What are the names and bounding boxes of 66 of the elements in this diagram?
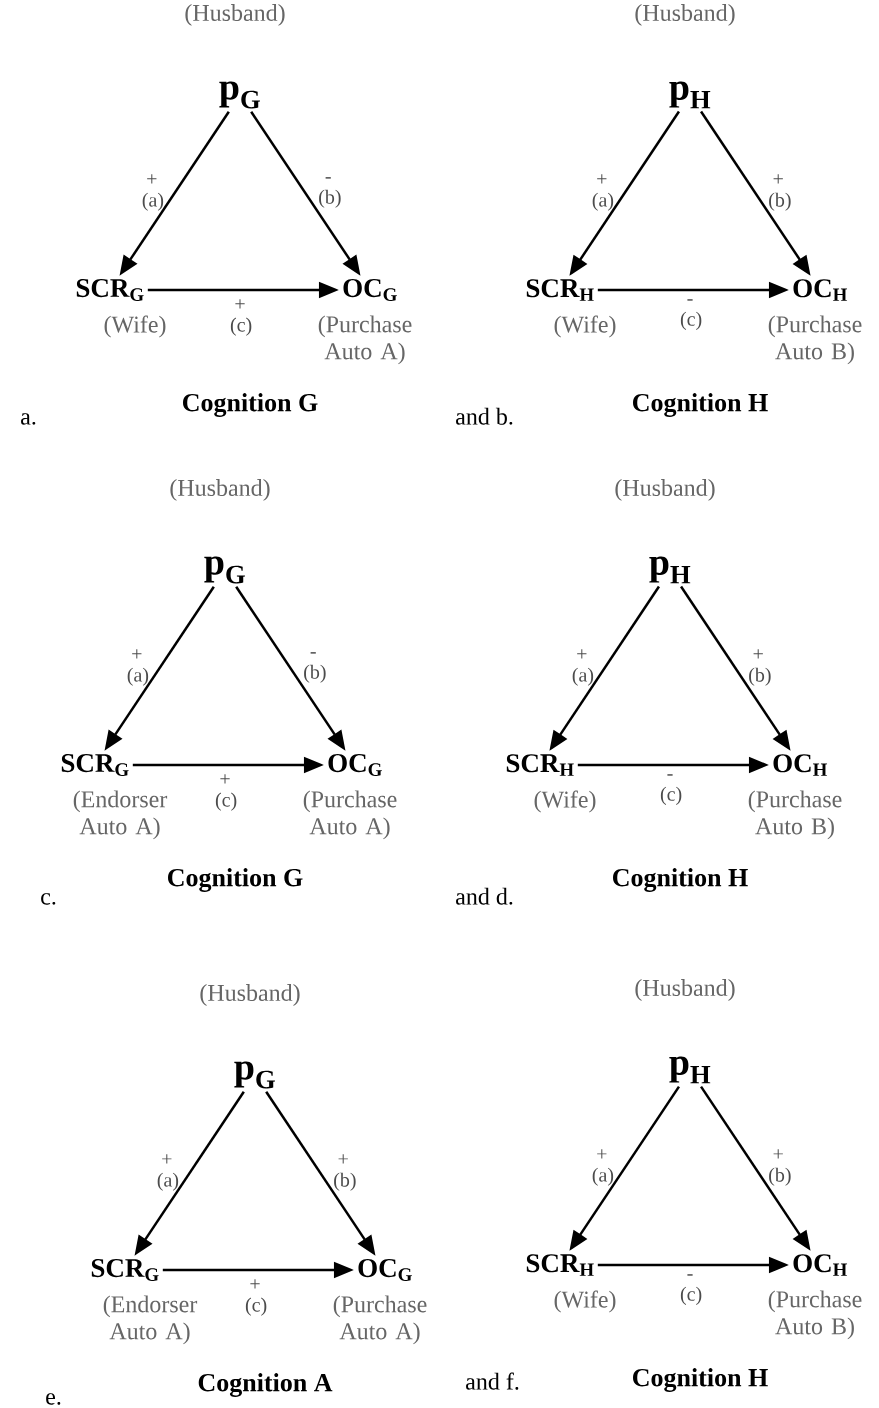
edge-label: + (a) (157, 1154, 179, 1191)
node-label: p$_{H}$ (649, 556, 691, 584)
panel-letter: e. (46, 1393, 61, 1405)
edge-label: - (b) (304, 652, 326, 683)
role-caption: (Purchase Auto B) (768, 1290, 862, 1340)
node-label: p$_{G}$ (234, 1061, 275, 1089)
role-caption: (Wife) (534, 790, 596, 813)
edge-label: - (c) (680, 1274, 702, 1305)
role-caption: (Husband) (615, 479, 715, 501)
edge-label: - (c) (680, 299, 702, 330)
edge-label: + (c) (215, 774, 237, 811)
node-label: OC$_{G}$ (358, 1259, 412, 1281)
role-caption: (Husband) (185, 4, 285, 26)
role-caption: (Purchase Auto B) (748, 790, 842, 840)
panel-letter: and f. (466, 1372, 519, 1390)
node-label: SCR$_{H}$ (526, 1254, 594, 1276)
node-label: SCR$_{G}$ (76, 279, 144, 301)
node-label: p$_{H}$ (669, 1056, 711, 1084)
role-caption: (Wife) (104, 315, 166, 338)
panel-letter: and d. (456, 887, 513, 905)
edge-label: - (b) (319, 177, 341, 208)
panel-letter: a. (21, 413, 36, 425)
role-caption: (Husband) (170, 479, 270, 501)
node-label: SCR$_{G}$ (91, 1259, 159, 1281)
edge-label: + (b) (334, 1154, 356, 1191)
edge-label: + (a) (127, 649, 149, 686)
cognition-caption: Cognition A (198, 1373, 333, 1397)
edge-label: - (c) (660, 774, 682, 805)
role-caption: (Purchase Auto A) (318, 315, 412, 365)
role-caption: (Husband) (635, 979, 735, 1001)
cognition-caption: Cognition G (183, 393, 318, 417)
node-label: SCR$_{G}$ (61, 754, 129, 776)
role-caption: (Purchase Auto A) (303, 790, 397, 840)
role-caption: (Purchase Auto B) (768, 315, 862, 365)
edge-label: + (b) (749, 649, 771, 686)
role-caption: (Husband) (200, 984, 300, 1006)
edge-label: + (a) (592, 1149, 614, 1186)
node-label: OC$_{H}$ (773, 754, 828, 776)
cognition-caption: Cognition G (168, 868, 303, 892)
edge-label: + (b) (769, 1149, 791, 1186)
edge-label: + (b) (769, 174, 791, 211)
role-caption: (Wife) (554, 315, 616, 338)
cognition-caption: Cognition H (633, 393, 768, 417)
edge-label: + (a) (142, 174, 164, 211)
role-caption: (Endorser Auto A) (103, 1295, 198, 1345)
edge-label: + (c) (245, 1279, 267, 1316)
node-label: p$_{H}$ (669, 81, 711, 109)
role-caption: (Purchase Auto A) (333, 1295, 427, 1345)
role-caption: (Endorser Auto A) (73, 790, 168, 840)
edge-label: + (a) (592, 174, 614, 211)
edge-label: + (c) (230, 299, 252, 336)
node-label: p$_{G}$ (204, 556, 245, 584)
role-caption: (Wife) (554, 1290, 616, 1313)
panel-letter: and b. (456, 407, 513, 425)
cognition-caption: Cognition H (613, 868, 748, 892)
node-label: SCR$_{H}$ (506, 754, 574, 776)
node-label: OC$_{G}$ (328, 754, 382, 776)
node-label: SCR$_{H}$ (526, 279, 594, 301)
node-label: p$_{G}$ (219, 81, 260, 109)
node-label: OC$_{H}$ (793, 1254, 848, 1276)
node-label: OC$_{H}$ (793, 279, 848, 301)
node-label: OC$_{G}$ (343, 279, 397, 301)
edge-label: + (a) (572, 649, 594, 686)
role-caption: (Husband) (635, 4, 735, 26)
cognition-caption: Cognition H (633, 1368, 768, 1392)
panel-letter: c. (41, 893, 56, 905)
